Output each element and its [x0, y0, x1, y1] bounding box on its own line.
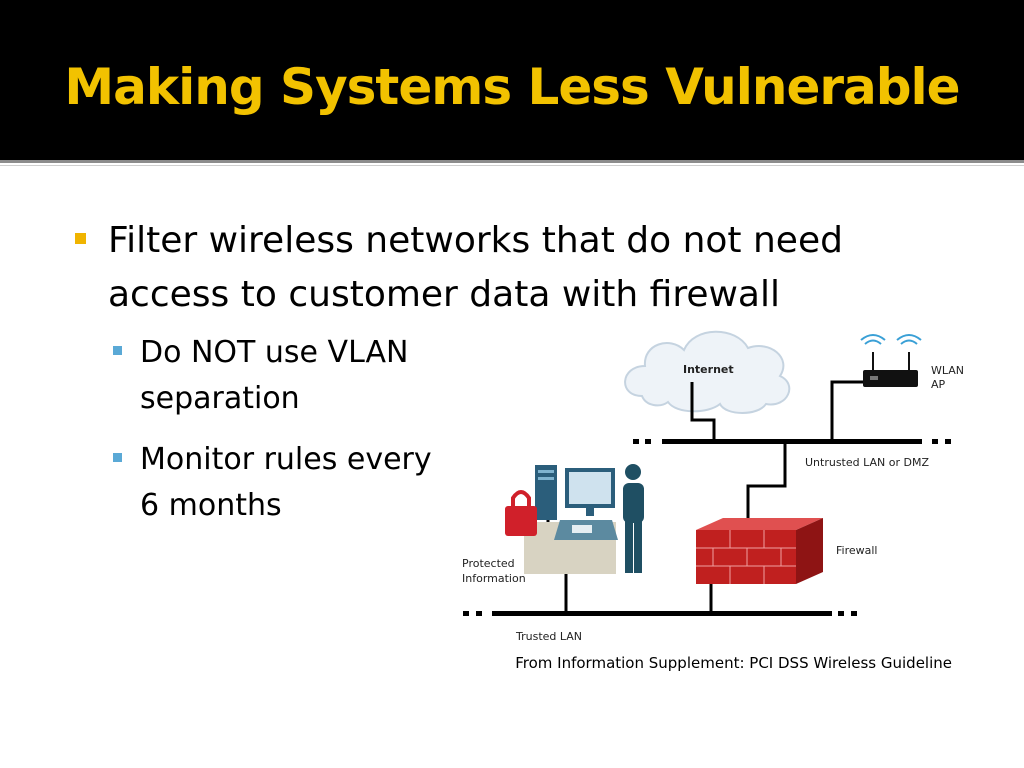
wlan-label: WLAN — [931, 364, 964, 377]
keyboard-icon — [554, 520, 618, 540]
title-divider-thin — [0, 165, 1024, 166]
bullet-marker — [75, 233, 86, 244]
firewall-label: Firewall — [836, 544, 877, 557]
internet-cloud-icon — [624, 330, 791, 414]
information-label: Information — [462, 572, 526, 585]
title-bar — [0, 0, 1024, 160]
main-bullet-text: Filter wireless networks that do not nee… — [108, 220, 843, 315]
sub-bullet-monitor: Monitor rules every 6 months — [140, 442, 432, 523]
person-icon — [623, 464, 644, 573]
monitor-icon — [565, 468, 615, 516]
sub-bullet-marker — [113, 453, 122, 462]
trusted-lan-bus — [463, 611, 857, 616]
title-divider — [0, 160, 1024, 163]
firewall-icon — [696, 518, 823, 584]
sub-bullet-marker — [113, 346, 122, 355]
source-caption: From Information Supplement: PCI DSS Wir… — [515, 654, 952, 672]
trusted-lan-label: Trusted LAN — [515, 630, 582, 643]
server-icon — [535, 465, 557, 520]
ap-label: AP — [931, 378, 946, 391]
slide-title: Making Systems Less Vulnerable — [64, 58, 960, 116]
protected-label: Protected — [462, 557, 515, 570]
wlan-ap-icon — [860, 334, 922, 387]
untrusted-lan-bus — [633, 439, 951, 444]
internet-label: Internet — [683, 363, 734, 376]
lock-icon — [505, 490, 537, 536]
sub-bullet-vlan: Do NOT use VLAN separation — [140, 335, 409, 416]
untrusted-lan-label: Untrusted LAN or DMZ — [805, 456, 929, 469]
